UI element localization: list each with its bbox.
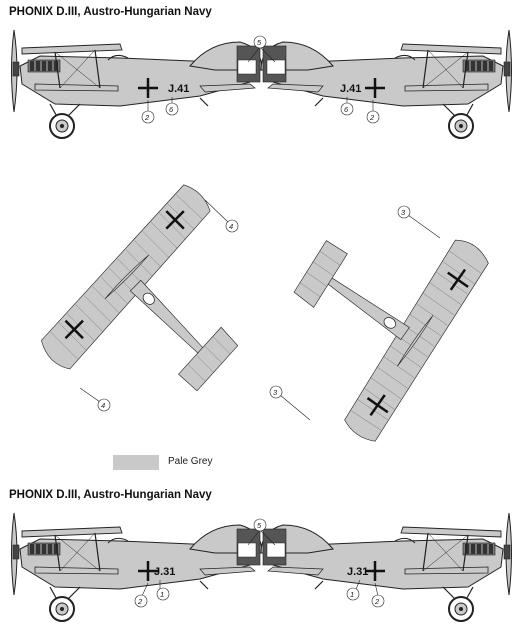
callout-bottom-5: 5 (257, 521, 262, 530)
callout-top-6-right: 6 (344, 105, 349, 114)
callout-top-5: 5 (257, 38, 262, 47)
side-profile-top-right (259, 28, 513, 140)
callout-bottom-1-left: 1 (160, 590, 164, 599)
callout-plan-4-b: 4 (101, 401, 105, 410)
side-profile-bottom-right (259, 511, 513, 623)
callout-bottom-2-right: 2 (374, 597, 380, 606)
legend-swatch-pale-grey (113, 455, 159, 470)
plan-view-upper-surface (29, 180, 298, 450)
registration-bottom-right: J.31 (347, 566, 368, 578)
callouts-bottom (134, 518, 385, 608)
callout-plan-3-b: 3 (273, 388, 278, 397)
legend-label-pale-grey: Pale Grey (168, 456, 213, 467)
callouts-top (141, 35, 380, 124)
plan-view-lower-surface (244, 173, 501, 447)
registration-top-left: J.41 (168, 83, 189, 95)
profile-title-top: PHONIX D.III, Austro-Hungarian Navy (9, 6, 212, 18)
callout-top-6-left: 6 (169, 105, 174, 114)
callout-bottom-2-left: 2 (137, 597, 143, 606)
side-profile-top-left (10, 28, 264, 140)
callout-plan-3-a: 3 (401, 208, 406, 217)
registration-bottom-left: J.31 (154, 566, 175, 578)
profile-title-bottom: PHONIX D.III, Austro-Hungarian Navy (9, 489, 212, 501)
callout-plan-4-a: 4 (229, 222, 233, 231)
callout-top-2-left: 2 (144, 113, 150, 122)
callout-top-2-right: 2 (369, 113, 375, 122)
registration-top-right: J.41 (340, 83, 361, 95)
callouts-plan (79, 199, 441, 421)
callout-bottom-1-right: 1 (350, 590, 354, 599)
